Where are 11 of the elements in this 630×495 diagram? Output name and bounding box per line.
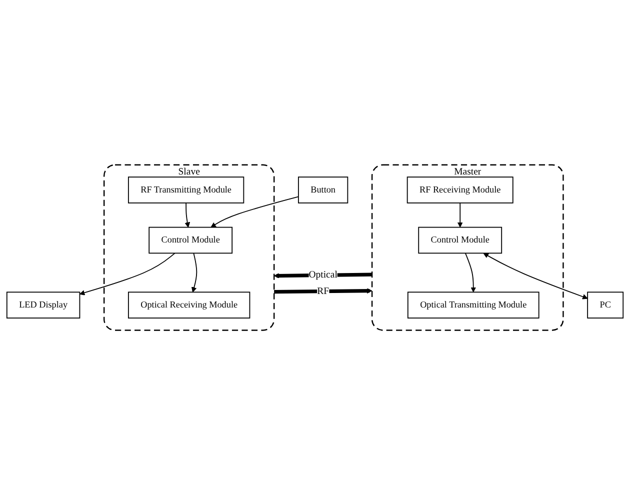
- module-label: Control Module: [161, 234, 220, 247]
- module-label: PC: [600, 299, 611, 312]
- module-label: RF Transmitting Module: [140, 184, 232, 197]
- group-title: Master: [454, 166, 482, 179]
- module-label: RF Receiving Module: [420, 184, 501, 197]
- module-label: LED Display: [19, 299, 68, 312]
- module-label: Control Module: [430, 234, 490, 247]
- group-title: Slave: [178, 166, 200, 179]
- module-label: Button: [310, 184, 336, 197]
- module-label: Optical Receiving Module: [140, 299, 238, 312]
- module-label: Optical Transmitting Module: [420, 299, 527, 312]
